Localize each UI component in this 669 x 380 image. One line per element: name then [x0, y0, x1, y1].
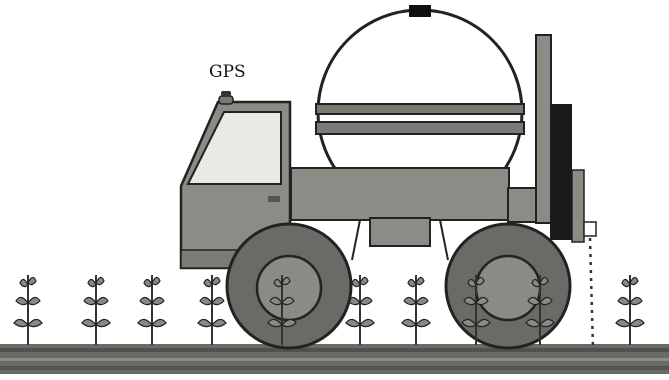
gps-label: GPS: [209, 62, 246, 82]
spray-nozzle-icon: [590, 238, 593, 350]
gps-antenna-icon: [219, 91, 233, 104]
crop-plant-icon: [138, 275, 166, 345]
crop-plant-icon: [402, 275, 430, 345]
rear-boom: [536, 35, 596, 242]
crop-plant-icon: [14, 275, 42, 345]
rear-wheel: [446, 224, 570, 348]
soil-ground: [0, 344, 669, 374]
crop-plant-icon: [82, 275, 110, 345]
front-wheel: [227, 224, 351, 348]
crop-plant-icon: [198, 275, 226, 345]
crop-plant-icon: [616, 275, 644, 345]
